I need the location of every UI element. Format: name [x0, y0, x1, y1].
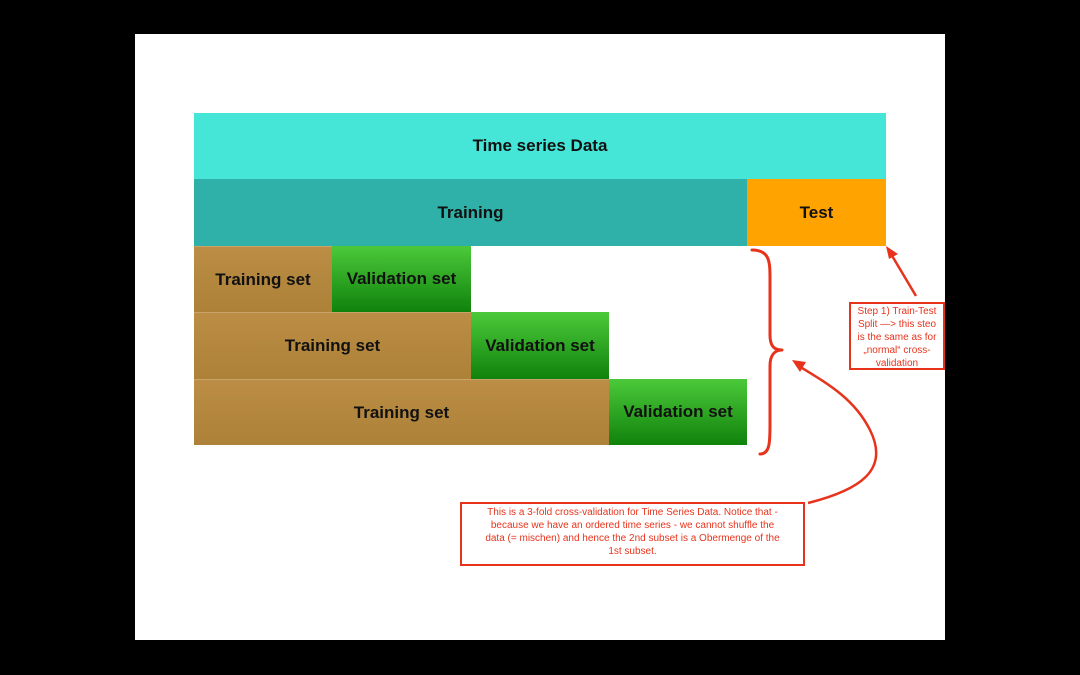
time-series-data-block: Time series Data [194, 113, 886, 179]
training-label: Training [437, 202, 504, 222]
fold-2-training-label: Training set [284, 336, 381, 355]
fold-1-training-set: Training set [194, 246, 332, 312]
fold-3-validation-label: Validation set [623, 402, 733, 421]
arrow-to-brace-head [792, 360, 806, 372]
fold-2-validation-set: Validation set [471, 312, 609, 379]
cross-validation-annotation: This is a 3-fold cross-validation for Ti… [460, 502, 805, 566]
arrow-to-test-head [886, 246, 898, 259]
fold-1-validation-set: Validation set [332, 246, 471, 312]
fold-3-validation-set: Validation set [609, 379, 747, 445]
arrow-to-brace-line [801, 366, 878, 505]
time-series-data-label: Time series Data [472, 136, 608, 155]
fold-1-training-label: Training set [215, 269, 311, 289]
fold-1-validation-label: Validation set [346, 269, 457, 288]
fold-2-training-set: Training set [194, 312, 471, 379]
fold-3-training-label: Training set [353, 402, 450, 422]
training-block: Training [194, 179, 747, 246]
step1-annotation: Step 1) Train-Test Split —> this steo is… [849, 302, 945, 370]
fold-2-validation-label: Validation set [485, 335, 595, 355]
test-label: Test [799, 202, 834, 222]
curly-brace [750, 248, 784, 456]
arrow-to-test-line [889, 253, 918, 297]
test-block: Test [747, 179, 886, 246]
fold-3-training-set: Training set [194, 379, 609, 445]
